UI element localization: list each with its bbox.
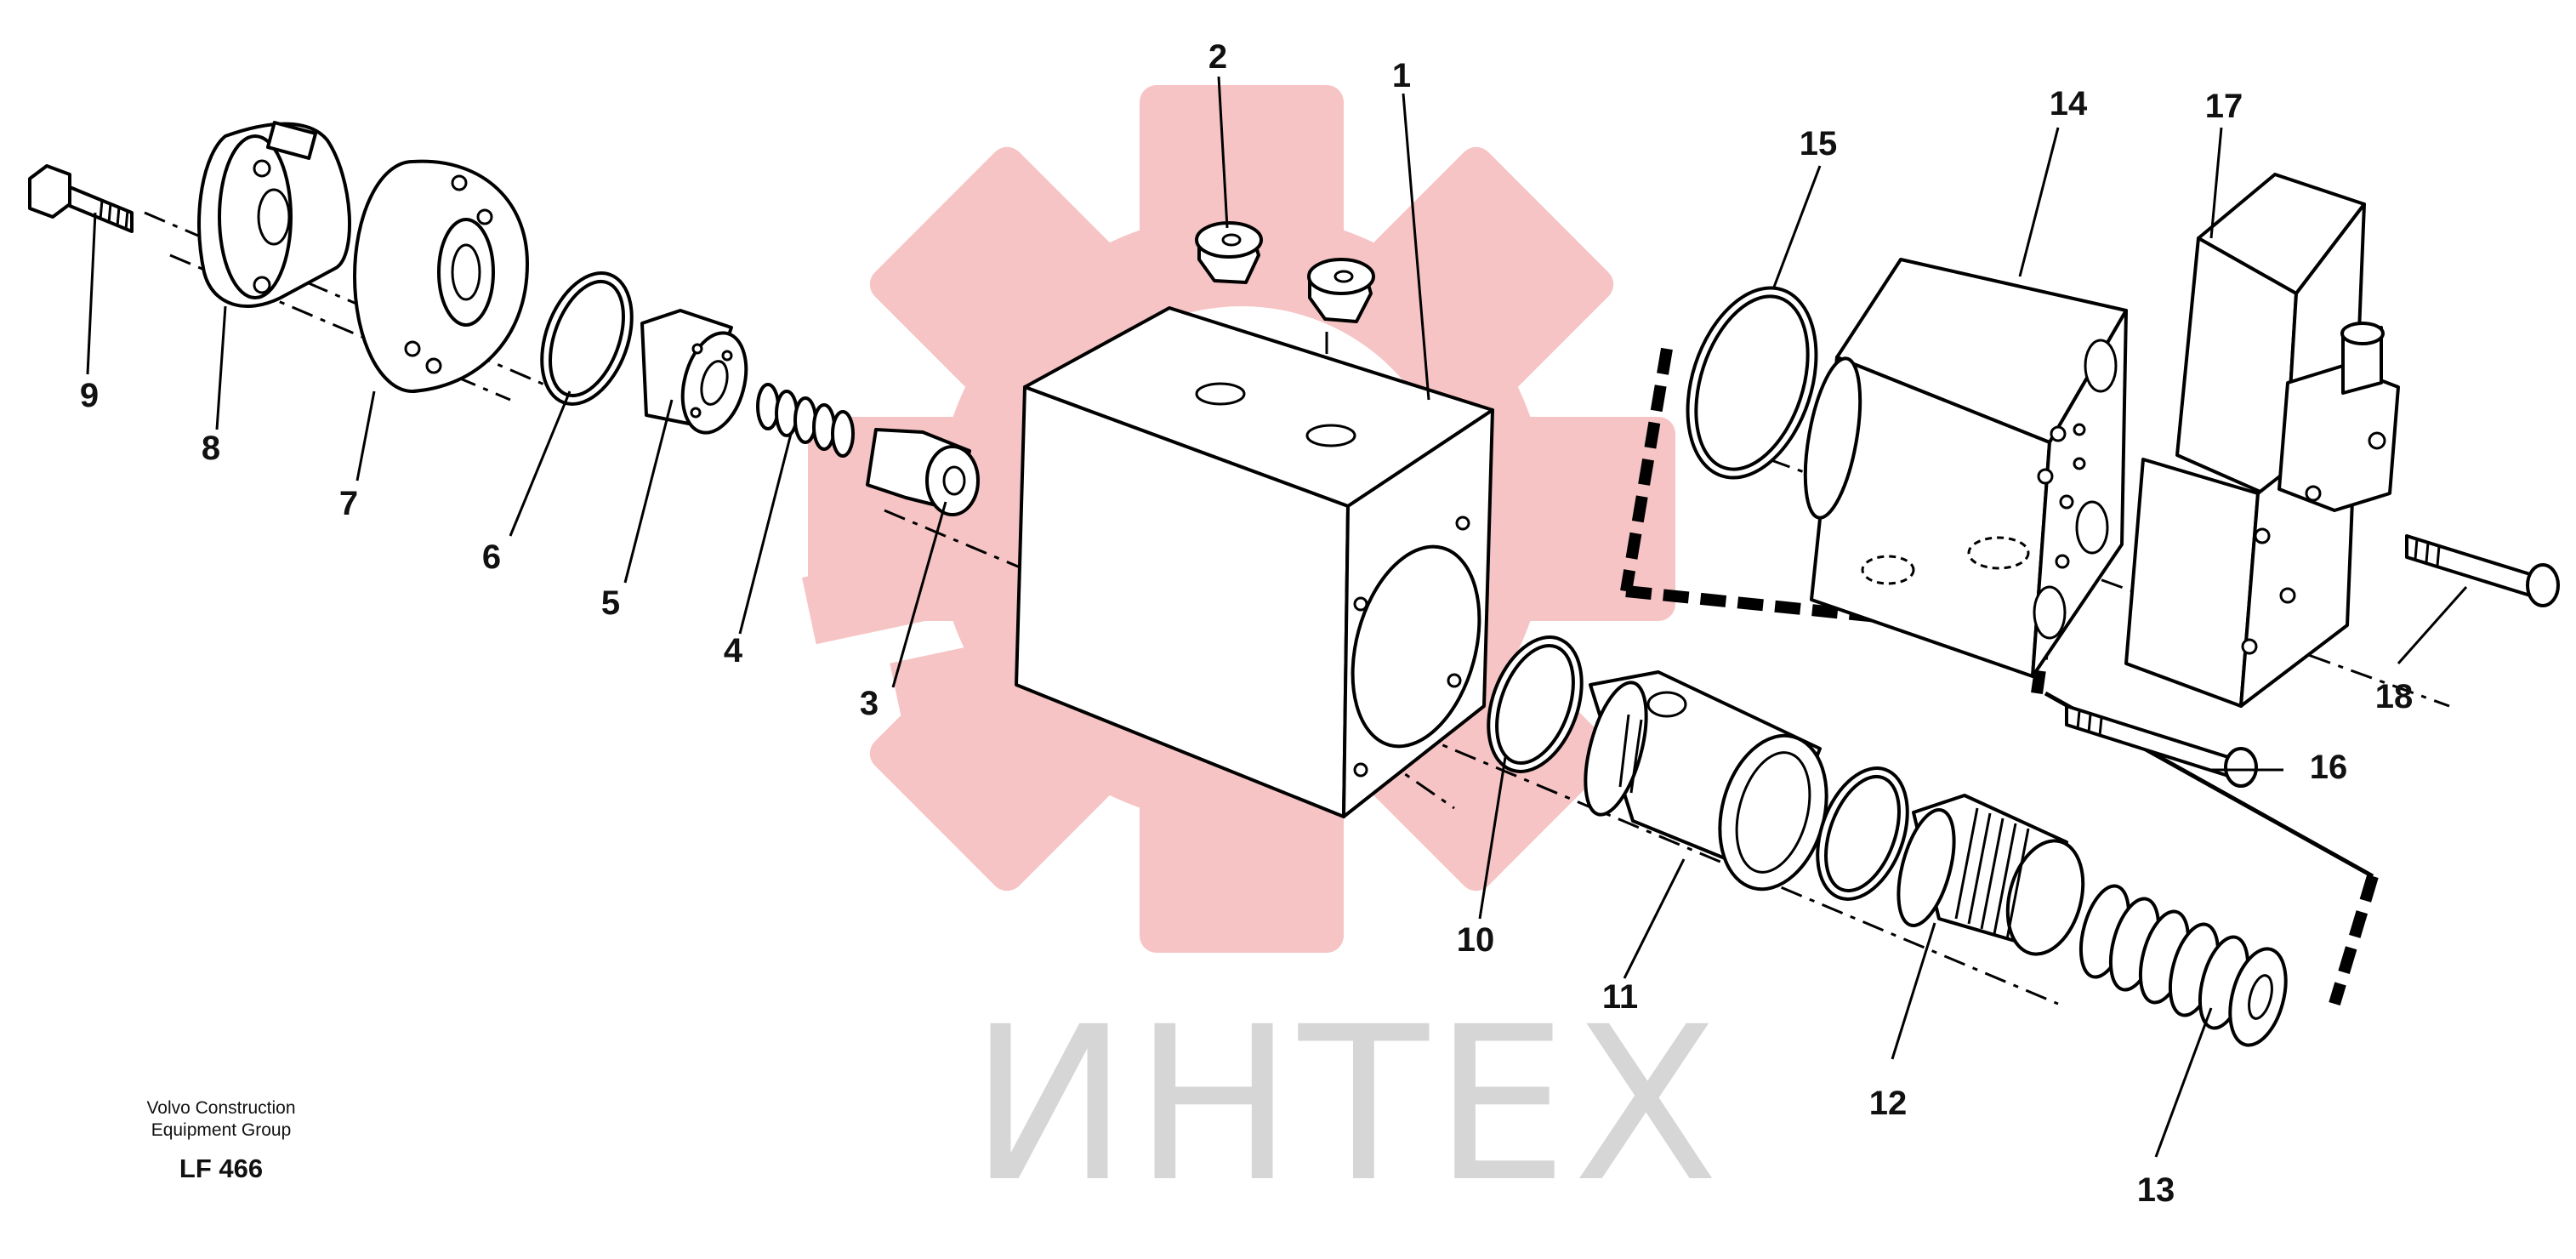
callout-3: 3 <box>860 685 879 722</box>
callout-2: 2 <box>1208 38 1227 76</box>
part-12-threaded-sleeve <box>1896 794 2085 956</box>
watermark-text: ИНТЕХ <box>970 981 1724 1228</box>
part-11-sleeve <box>1584 670 1828 892</box>
callout-10: 10 <box>1457 921 1495 959</box>
footer-caption: Volvo Construction Equipment Group LF 46… <box>111 1097 332 1184</box>
callout-4: 4 <box>724 632 743 669</box>
part-7-flange <box>353 159 529 393</box>
leader-lines <box>86 76 2468 1158</box>
part-3-piston <box>866 428 980 516</box>
callout-12: 12 <box>1869 1085 1908 1122</box>
part-18-bolt <box>2405 534 2560 607</box>
part-9-bolt <box>28 164 134 233</box>
part-15-o-ring <box>1686 286 1818 480</box>
callout-1: 1 <box>1392 57 1411 94</box>
part-13-spring <box>2078 884 2288 1047</box>
part-16-bolt <box>2065 704 2258 788</box>
callouts: 1 2 3 4 5 6 7 8 9 10 11 12 13 14 15 16 1… <box>80 38 2413 1209</box>
part-14-block <box>1803 258 2128 678</box>
part-10-o-ring <box>1487 635 1584 773</box>
callout-14: 14 <box>2050 85 2088 122</box>
callout-11: 11 <box>1602 978 1638 1016</box>
callout-7: 7 <box>339 485 358 522</box>
part-6-o-ring <box>540 271 634 406</box>
callout-8: 8 <box>202 430 220 467</box>
org-name-line1: Volvo Construction <box>146 1098 296 1118</box>
callout-5: 5 <box>601 584 620 622</box>
part-8-split-flange <box>197 121 352 308</box>
callout-15: 15 <box>1800 125 1838 162</box>
org-name-line2: Equipment Group <box>151 1120 292 1140</box>
part-17-solenoid-valve <box>2124 173 2400 708</box>
part-5-bushing <box>640 309 748 435</box>
part-oring-small <box>1816 766 1909 901</box>
part-4-spring <box>756 383 855 458</box>
callout-16: 16 <box>2310 749 2348 786</box>
callout-9: 9 <box>80 377 99 414</box>
callout-17: 17 <box>2205 88 2243 125</box>
part-2-plugs <box>1195 221 1375 323</box>
callout-6: 6 <box>482 538 501 576</box>
callout-13: 13 <box>2137 1171 2175 1209</box>
part-1-valve-body <box>1015 306 1494 818</box>
figure-code: LF 466 <box>179 1154 264 1183</box>
callout-18: 18 <box>2375 678 2414 715</box>
